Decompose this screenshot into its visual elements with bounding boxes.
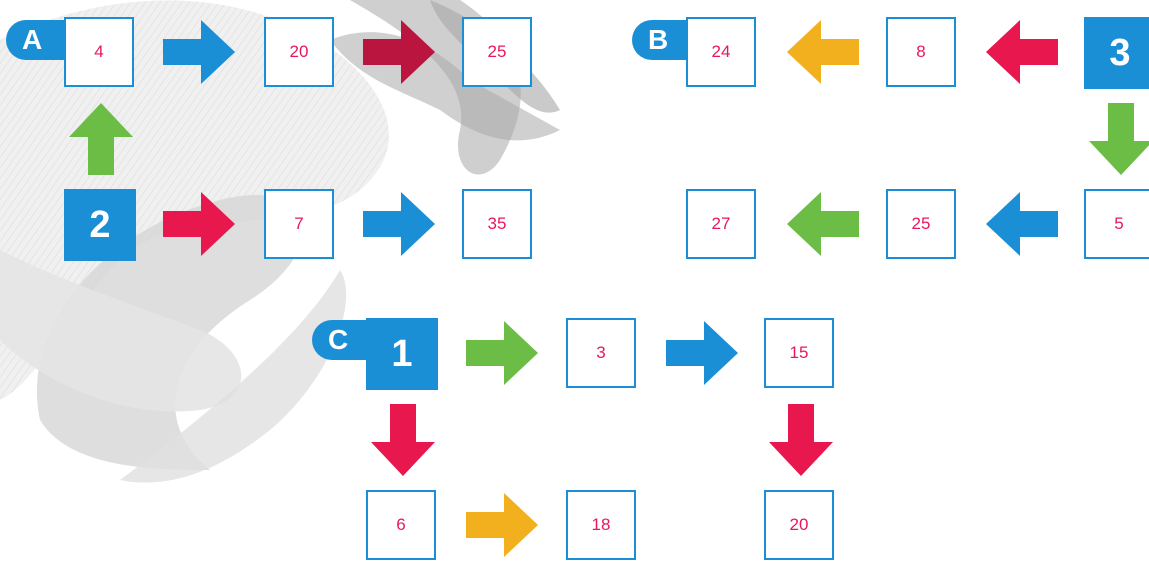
diagram-a-box-4: 7 (264, 189, 334, 259)
arrow-shape (69, 103, 133, 175)
swoosh-shape (120, 270, 347, 483)
arrow-shape (163, 20, 235, 84)
diagram-c-box-5: 20 (764, 490, 834, 560)
arrow-shape (466, 321, 538, 385)
diagram-a-box-5: 35 (462, 189, 532, 259)
diagram-c-arrow-1 (466, 321, 538, 385)
arrow-shape (666, 321, 738, 385)
diagram-a-arrow-4 (163, 192, 235, 256)
diagram-b-box-4: 25 (886, 189, 956, 259)
arrow-shape (787, 192, 859, 256)
arrow-shape (466, 493, 538, 557)
diagram-c-arrow-3 (371, 404, 435, 476)
arrow-shape (1089, 103, 1149, 175)
diagram-b-start: 3 (1084, 17, 1149, 89)
diagram-c-box-4: 18 (566, 490, 636, 560)
arrow-shape (787, 20, 859, 84)
arrow-shape (163, 192, 235, 256)
swoosh-shape (0, 0, 389, 400)
diagram-a-arrow-3 (363, 20, 435, 84)
diagram-c-box-3: 6 (366, 490, 436, 560)
arrow-shape (371, 404, 435, 476)
diagram-c-arrow-5 (769, 404, 833, 476)
diagram-b-box-3: 5 (1084, 189, 1149, 259)
diagram-a-box-2: 20 (264, 17, 334, 87)
arrow-shape (986, 192, 1058, 256)
diagram-a-start: 2 (64, 189, 136, 261)
diagram-b-box-5: 27 (686, 189, 756, 259)
diagram-b-arrow-1 (787, 20, 859, 84)
arrow-shape (363, 192, 435, 256)
diagram-b-arrow-4 (787, 192, 859, 256)
diagram-c-start: 1 (366, 318, 438, 390)
diagram-c-box-2: 15 (764, 318, 834, 388)
diagram-a-box-1: 4 (64, 17, 134, 87)
diagram-b-arrow-2 (986, 20, 1058, 84)
diagram-a-arrow-1 (69, 103, 133, 175)
diagram-b-arrow-3 (1089, 103, 1149, 175)
diagram-a-box-3: 25 (462, 17, 532, 87)
diagram-c-box-1: 3 (566, 318, 636, 388)
diagram-b-arrow-5 (986, 192, 1058, 256)
arrow-shape (986, 20, 1058, 84)
diagram-c-arrow-2 (666, 321, 738, 385)
arrow-shape (363, 20, 435, 84)
diagram-b-box-1: 24 (686, 17, 756, 87)
arrow-shape (769, 404, 833, 476)
swoosh-shape (0, 250, 242, 412)
diagram-a-arrow-2 (163, 20, 235, 84)
diagram-a-arrow-5 (363, 192, 435, 256)
diagram-b-box-2: 8 (886, 17, 956, 87)
diagram-c-arrow-4 (466, 493, 538, 557)
